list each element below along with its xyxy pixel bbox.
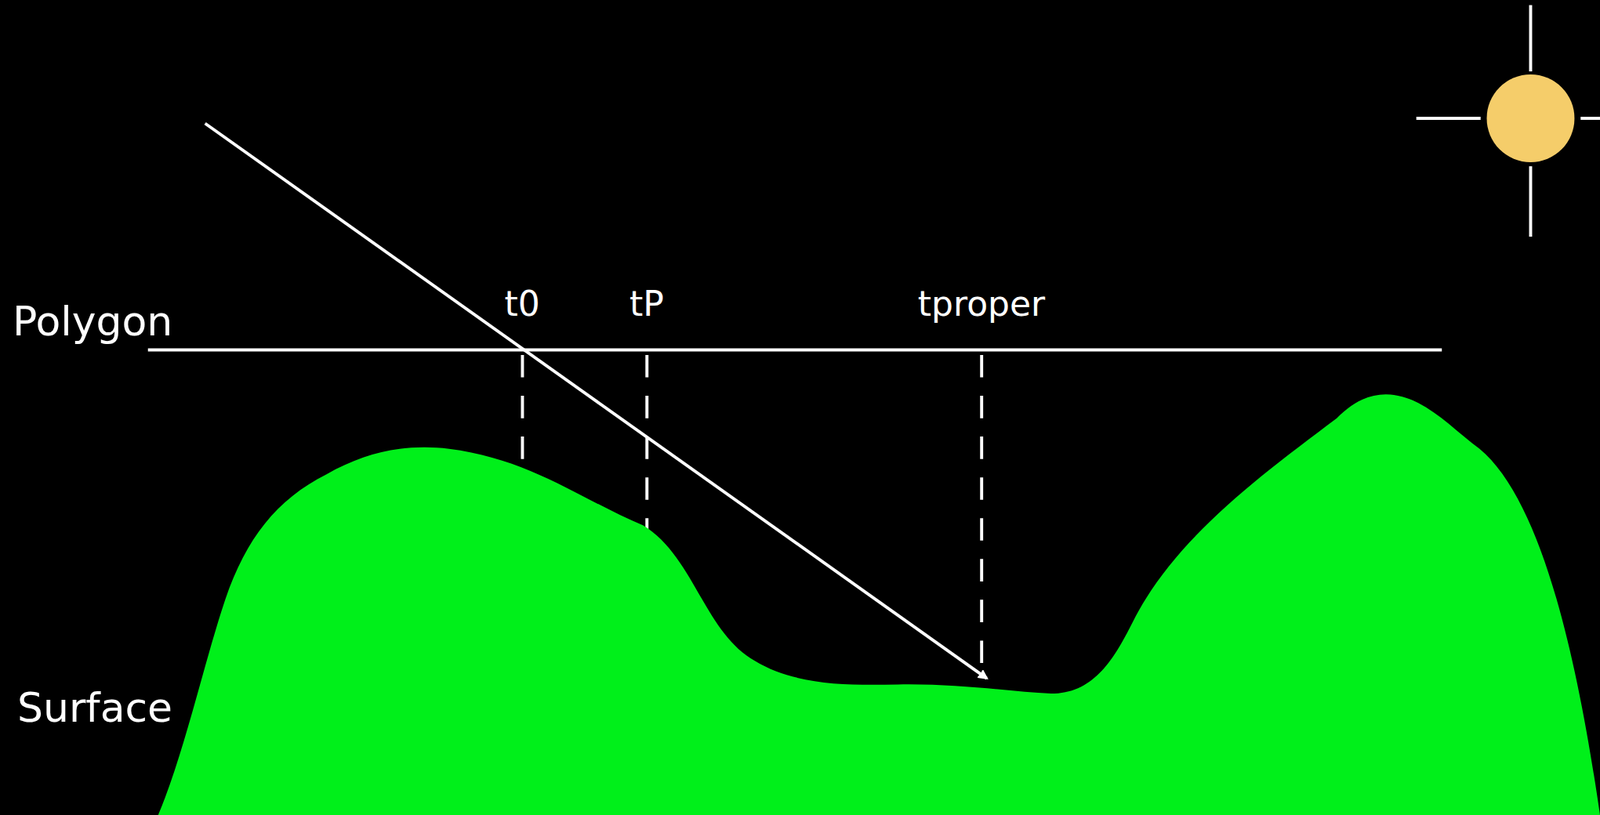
surface-label: Surface	[17, 687, 173, 729]
view-ray	[205, 123, 987, 679]
polygon-label: Polygon	[12, 301, 173, 342]
polygon-line	[148, 348, 1443, 352]
param-label: t0	[504, 286, 540, 322]
param-label: tproper	[917, 286, 1045, 322]
param-label: tP	[629, 286, 664, 322]
height-surface	[158, 394, 1600, 815]
sun-symbol	[1416, 5, 1600, 237]
